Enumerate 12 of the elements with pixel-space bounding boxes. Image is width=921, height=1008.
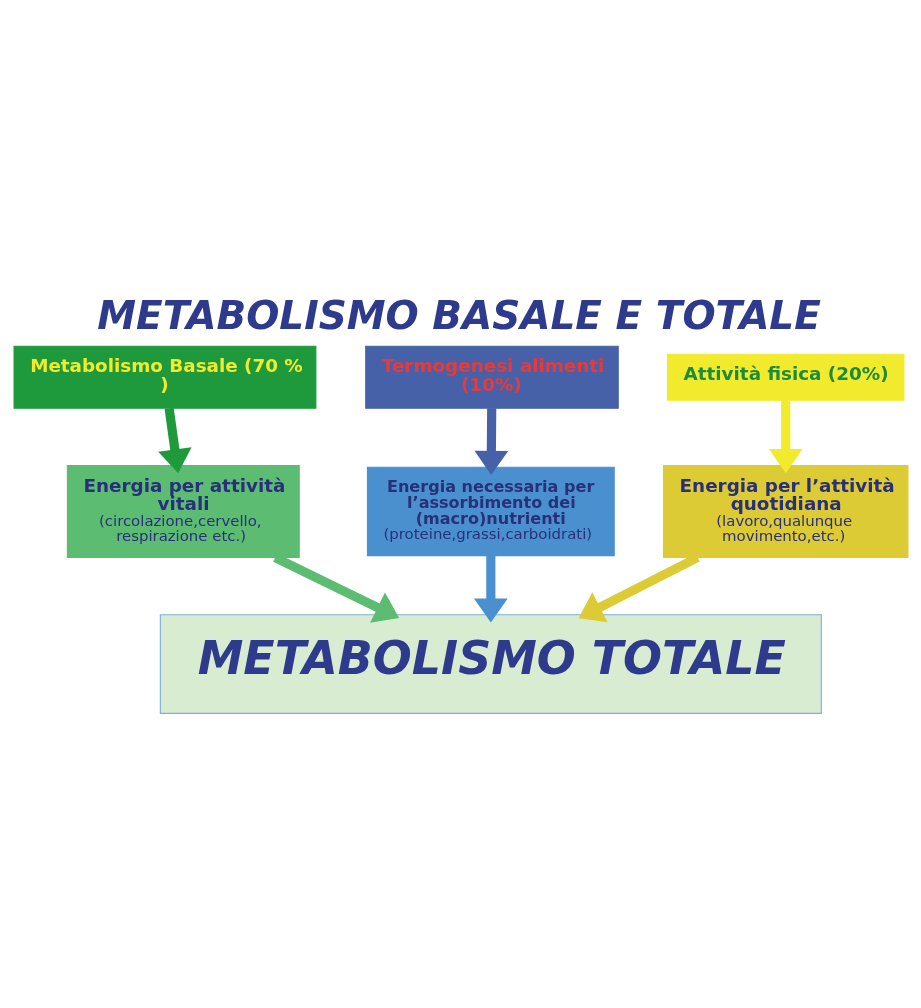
node-box: Attività fisica (20%): [666, 353, 904, 401]
node-box: Energia necessaria per l’assorbimento dei (macro)nutrienti (proteine,grassi,carboidrati): [366, 466, 615, 557]
node-box: Termogenesi alimenti (10%): [364, 345, 619, 409]
arrow: [157, 407, 192, 474]
diagram-title: METABOLISMO BASALE E TOTALE: [96, 293, 821, 339]
node-box: Energia per attività vitali (circolazione,cervello, respirazione etc.): [66, 465, 300, 558]
arrow: [474, 408, 508, 475]
node-box: METABOLISMO TOTALE: [159, 614, 822, 714]
node-box: Metabolismo Basale (70 % ): [13, 345, 316, 409]
node-box: Energia per l’attività quotidiana (lavoro,qualunque movimento,etc.): [662, 465, 908, 558]
arrow: [473, 555, 508, 623]
arrow: [768, 400, 803, 474]
